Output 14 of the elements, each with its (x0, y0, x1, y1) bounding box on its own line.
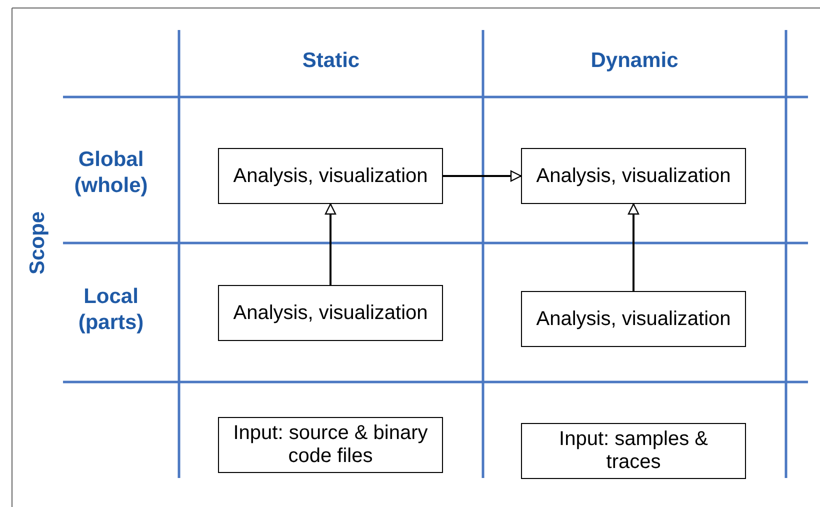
arrow (628, 203, 640, 291)
column-header: Dynamic (590, 48, 680, 74)
process-box: Analysis, visualization (218, 148, 443, 204)
process-box: Analysis, visualization (218, 285, 443, 341)
process-box: Analysis, visualization (521, 148, 746, 204)
row-header: Local (parts) (77, 284, 145, 336)
input-box: Input: samples & traces (521, 423, 746, 479)
column-header: Static (301, 48, 361, 74)
input-box: Input: source & binary code files (218, 417, 443, 473)
axis-title: Scope (25, 210, 50, 277)
arrow (324, 203, 336, 285)
row-header: Global (whole) (73, 147, 149, 199)
arrow (443, 170, 522, 182)
process-box: Analysis, visualization (521, 291, 746, 347)
